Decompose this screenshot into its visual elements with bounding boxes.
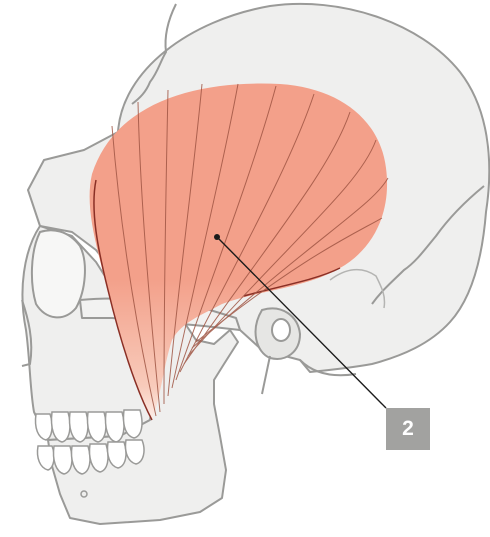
ear-canal (272, 319, 290, 341)
eye-orbit (32, 230, 85, 317)
styloid-process (262, 356, 270, 394)
temporalis-muscle (90, 84, 387, 420)
callout-label-2: 2 (386, 408, 430, 450)
